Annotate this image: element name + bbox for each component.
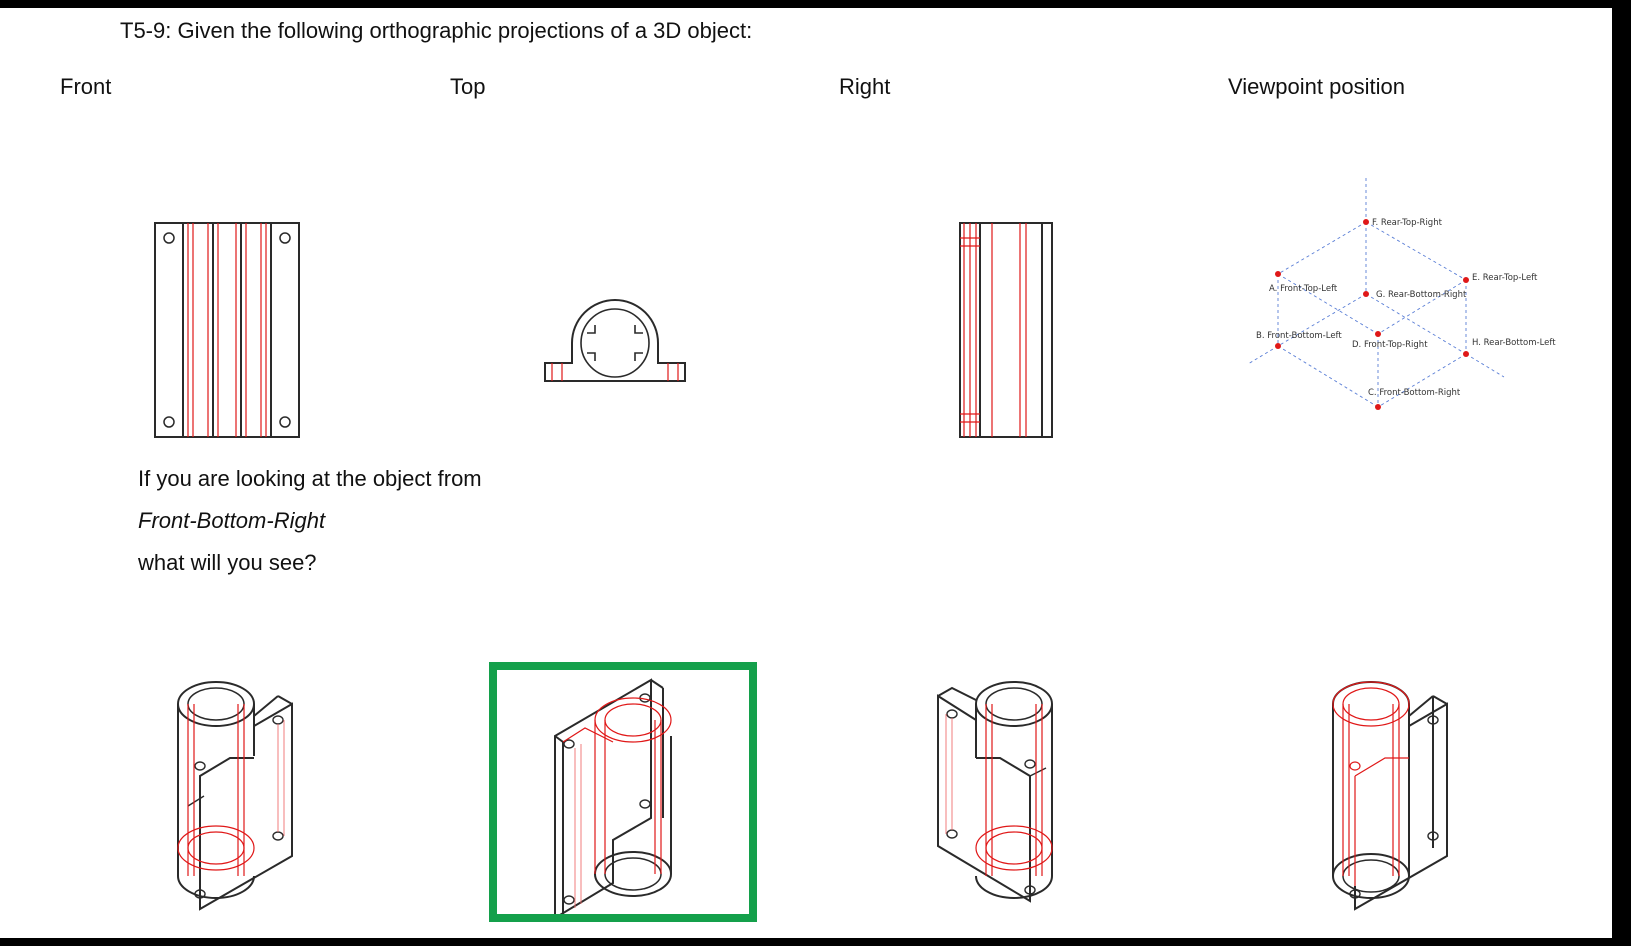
label-top: Top [450,74,486,99]
viewpoint-label-a: A. Front-Top-Left [1269,284,1338,294]
viewpoint-dot-d [1375,331,1381,337]
viewpoint-label-g: G. Rear-Bottom-Right [1376,290,1467,300]
selected-answer-box [489,662,757,922]
question-line-3: what will you see? [138,550,317,575]
right-view-drawing [959,222,1053,438]
question-line-1: If you are looking at the object from [138,466,482,491]
front-view-drawing [154,222,300,438]
viewpoint-dot-h [1463,351,1469,357]
viewpoint-label-f: F. Rear-Top-Right [1372,218,1443,228]
viewpoint-dot-g [1363,291,1369,297]
viewpoint-dot-c [1375,404,1381,410]
question-viewpoint: Front-Bottom-Right [138,508,326,533]
option-1-isometric[interactable] [160,676,300,926]
label-right: Right [839,74,891,99]
label-front: Front [60,74,112,99]
question-title: T5-9: Given the following orthographic p… [120,18,753,43]
option-4-isometric[interactable] [1315,676,1455,926]
viewpoint-dot-b [1275,343,1281,349]
top-view-drawing [544,299,686,382]
viewpoint-diagram: F. Rear-Top-Right E. Rear-Top-Left A. Fr… [1247,178,1556,410]
viewpoint-dot-a [1275,271,1281,277]
viewpoint-label-c: C. Front-Bottom-Right [1368,388,1461,398]
viewpoint-label-h: H. Rear-Bottom-Left [1472,338,1556,348]
viewpoint-label-d: D. Front-Top-Right [1352,340,1428,350]
label-viewpoint-position: Viewpoint position [1228,74,1405,99]
viewpoint-label-e: E. Rear-Top-Left [1472,273,1538,283]
option-3-isometric[interactable] [930,676,1070,926]
viewpoint-label-b: B. Front-Bottom-Left [1256,331,1342,341]
viewpoint-dot-f [1363,219,1369,225]
question-page: T5-9: Given the following orthographic p… [0,8,1612,938]
viewpoint-dot-e [1463,277,1469,283]
